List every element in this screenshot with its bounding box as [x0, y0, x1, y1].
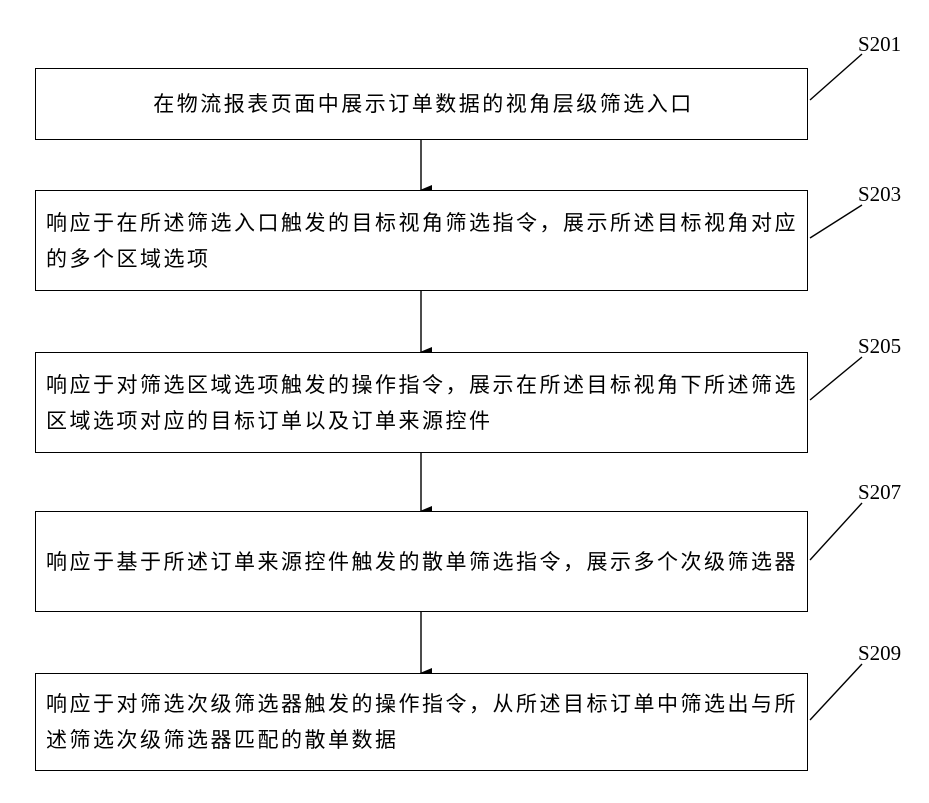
step-label-s207: S207 — [858, 480, 901, 505]
leader-line-s205 — [810, 357, 862, 400]
step-label-s209: S209 — [858, 641, 901, 666]
step-box-s203: 响应于在所述筛选入口触发的目标视角筛选指令，展示所述目标视角对应的多个区域选项 — [35, 190, 808, 291]
leader-line-s203 — [810, 205, 862, 238]
step-text-s201: 在物流报表页面中展示订单数据的视角层级筛选入口 — [36, 86, 807, 122]
step-box-s201: 在物流报表页面中展示订单数据的视角层级筛选入口 — [35, 68, 808, 140]
step-label-s203: S203 — [858, 182, 901, 207]
step-text-s207: 响应于基于所述订单来源控件触发的散单筛选指令，展示多个次级筛选器 — [36, 544, 807, 580]
step-text-s209: 响应于对筛选次级筛选器触发的操作指令，从所述目标订单中筛选出与所述筛选次级筛选器… — [36, 686, 807, 758]
step-label-s205: S205 — [858, 334, 901, 359]
step-text-s205: 响应于对筛选区域选项触发的操作指令，展示在所述目标视角下所述筛选区域选项对应的目… — [36, 367, 807, 439]
step-box-s207: 响应于基于所述订单来源控件触发的散单筛选指令，展示多个次级筛选器 — [35, 511, 808, 612]
leader-line-s207 — [810, 503, 862, 560]
step-label-s201: S201 — [858, 32, 901, 57]
leader-line-s209 — [810, 664, 862, 720]
step-box-s209: 响应于对筛选次级筛选器触发的操作指令，从所述目标订单中筛选出与所述筛选次级筛选器… — [35, 673, 808, 771]
step-text-s203: 响应于在所述筛选入口触发的目标视角筛选指令，展示所述目标视角对应的多个区域选项 — [36, 205, 807, 277]
step-box-s205: 响应于对筛选区域选项触发的操作指令，展示在所述目标视角下所述筛选区域选项对应的目… — [35, 352, 808, 453]
leader-line-s201 — [810, 54, 862, 100]
